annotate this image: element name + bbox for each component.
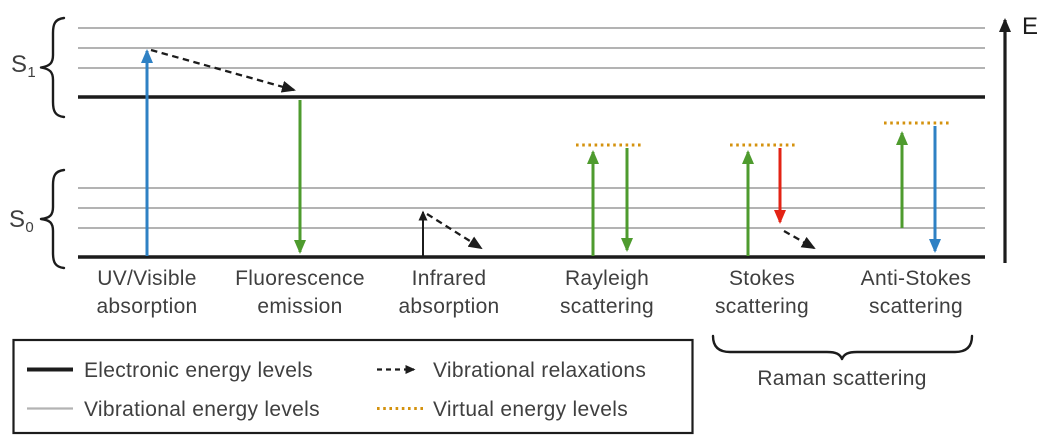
stokes-label-line2: scattering: [715, 295, 809, 318]
energy-axis-label: E: [1022, 13, 1038, 40]
uv-absorption-label-line1: UV/Visible: [97, 267, 197, 290]
s1-brace: [39, 16, 66, 119]
legend-electronic-label: Electronic energy levels: [84, 359, 313, 382]
raman-group: Raman scattering: [711, 334, 974, 390]
state-labels: S1 S0: [9, 16, 66, 270]
legend-vibrational-label: Vibrational energy levels: [84, 398, 320, 421]
s1-vibrational-relaxation-arrow: [150, 48, 296, 93]
fluorescence-label-line1: Fluorescence: [235, 267, 365, 290]
fluorescence-label-line2: emission: [257, 295, 342, 318]
transition-arrows: [141, 48, 941, 256]
rayleigh-label-line2: scattering: [560, 295, 654, 318]
legend: Electronic energy levels Vibrational ene…: [12, 338, 694, 435]
s1-state-label: S1: [11, 51, 36, 81]
ir-vibrational-relaxation-arrow: [426, 213, 483, 250]
anti-stokes-label-line2: scattering: [869, 295, 963, 318]
energy-levels: [78, 27, 985, 259]
uv-absorption-label-line2: absorption: [96, 295, 197, 318]
s0-brace: [39, 168, 66, 270]
raman-brace: [711, 334, 974, 361]
stokes-vibrational-relaxation-arrow: [783, 229, 816, 250]
anti-stokes-label-line1: Anti-Stokes: [861, 267, 972, 290]
rayleigh-label-line1: Rayleigh: [565, 267, 649, 290]
energy-axis: E: [999, 13, 1038, 263]
legend-virtual-label: Virtual energy levels: [433, 398, 628, 421]
stokes-label-line1: Stokes: [729, 267, 795, 290]
virtual-levels: [576, 121, 952, 147]
raman-group-label: Raman scattering: [757, 367, 926, 390]
s0-state-label: S0: [9, 206, 34, 236]
infrared-label-line1: Infrared: [412, 267, 487, 290]
legend-box: [12, 338, 694, 435]
legend-relaxations-label: Vibrational relaxations: [433, 359, 646, 382]
process-labels: UV/Visible absorption Fluorescence emiss…: [96, 267, 971, 318]
infrared-label-line2: absorption: [398, 295, 499, 318]
